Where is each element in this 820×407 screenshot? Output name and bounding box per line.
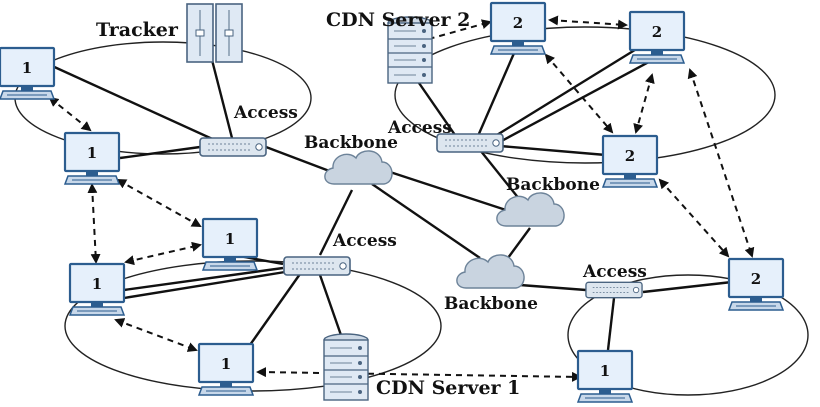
peer-computer-group1-b: 1 xyxy=(63,131,121,186)
access-label: Access xyxy=(387,118,452,138)
backbone-cloud-icon xyxy=(324,150,393,185)
cdn-server-1-label: CDN Server 1 xyxy=(376,377,520,399)
peer-computer-group1-a: 1 xyxy=(0,46,56,101)
wire-link xyxy=(265,145,333,174)
p2p-link xyxy=(544,53,614,134)
access-switch-icon xyxy=(585,281,643,299)
wire-link xyxy=(371,183,481,259)
peer-number: 1 xyxy=(221,355,231,373)
network-ring-4 xyxy=(567,274,809,396)
wire-link xyxy=(49,63,231,149)
backbone-label: Backbone xyxy=(506,175,600,195)
wire-link xyxy=(606,297,616,351)
wire-link xyxy=(476,43,520,137)
peer-number: 1 xyxy=(87,144,97,162)
cdn-server-2-label: CDN Server 2 xyxy=(326,9,470,31)
peer-number: 1 xyxy=(92,275,102,293)
peer-computer-group2-a: 2 xyxy=(489,1,547,56)
peer-computer-group2-d: 2 xyxy=(727,257,785,312)
backbone-cloud-icon xyxy=(496,192,565,227)
p2p-link xyxy=(124,241,202,266)
tracker-label: Tracker xyxy=(96,19,179,41)
p2p-link xyxy=(658,178,730,258)
p2p-link xyxy=(687,68,755,258)
wire-link xyxy=(499,144,607,157)
peer-number: 2 xyxy=(751,270,761,288)
peer-computer-group2-b: 2 xyxy=(628,10,686,65)
network-ring-3 xyxy=(64,260,442,392)
wire-link xyxy=(244,273,301,353)
peer-number: 2 xyxy=(625,147,635,165)
network-ring-1 xyxy=(14,41,312,155)
wire-link xyxy=(123,270,286,300)
peer-number: 2 xyxy=(652,23,662,41)
peer-number: 1 xyxy=(225,230,235,248)
p2p-link xyxy=(548,15,628,30)
backbone-label: Backbone xyxy=(304,133,398,153)
access-label: Access xyxy=(582,262,647,282)
access-label: Access xyxy=(332,231,397,251)
peer-number: 1 xyxy=(600,362,610,380)
p2p-link xyxy=(116,179,202,227)
wire-link xyxy=(318,189,354,256)
p2p-link xyxy=(87,183,101,264)
access-switch-icon xyxy=(199,137,267,157)
wire-link xyxy=(123,266,284,292)
wire-link xyxy=(210,59,234,139)
cdn-server-1-icon xyxy=(323,333,369,401)
access-switch-icon xyxy=(283,256,351,276)
wire-link xyxy=(642,280,733,294)
backbone-cloud-icon xyxy=(456,254,525,289)
p2p-link xyxy=(633,73,655,134)
p2p-link xyxy=(256,367,582,382)
p2p-link xyxy=(48,96,92,132)
p2p-links xyxy=(48,15,755,382)
backbone-label: Backbone xyxy=(444,294,538,314)
wire-link xyxy=(519,283,587,292)
peer-number: 1 xyxy=(22,59,32,77)
wired-links xyxy=(49,43,733,353)
wire-link xyxy=(389,170,513,214)
wire-link xyxy=(119,145,201,160)
access-label: Access xyxy=(233,103,298,123)
peer-computer-group1-f: 1 xyxy=(576,349,634,404)
peer-computer-group2-c: 2 xyxy=(601,134,659,189)
wire-link xyxy=(318,274,344,339)
peer-computer-group1-c: 1 xyxy=(201,217,259,272)
wire-link xyxy=(491,46,639,140)
wire-link xyxy=(504,227,531,263)
peer-computer-group1-e: 1 xyxy=(197,342,255,397)
p2p-link xyxy=(114,318,198,352)
peer-computer-group1-d: 1 xyxy=(68,262,126,317)
tracker-server-icon xyxy=(186,3,243,63)
peer-number: 2 xyxy=(513,14,523,32)
